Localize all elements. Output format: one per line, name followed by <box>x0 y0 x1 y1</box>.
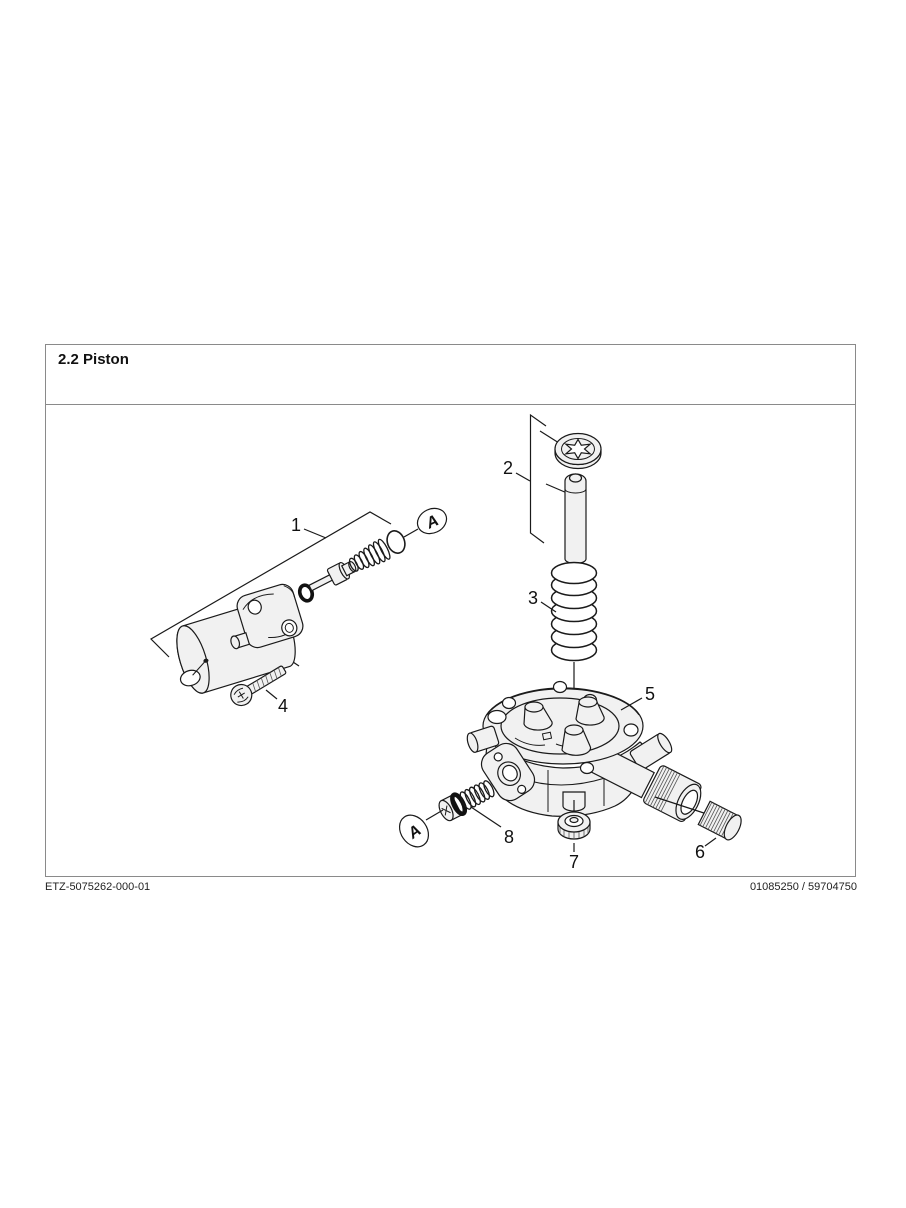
callout-8-leader <box>470 806 502 828</box>
piston-guide-block <box>230 583 304 650</box>
part-8-valve-drawing: A 8 <box>398 780 514 848</box>
callout-2-label: 2 <box>503 458 513 478</box>
part-7-washer-drawing: 7 <box>557 811 591 872</box>
part-2-leader-screw <box>539 430 560 444</box>
diagram-frame: 2.2 Piston <box>45 344 856 877</box>
callout-6-leader <box>704 837 717 847</box>
callout-4-label: 4 <box>278 696 288 716</box>
callout-4-leader <box>265 689 278 700</box>
callout-1-label: 1 <box>291 515 301 535</box>
callout-5-leader <box>620 697 643 711</box>
screw-part-4 <box>230 665 287 707</box>
torx-screw-head <box>554 432 602 470</box>
footer-doc-number: ETZ-5075262-000-01 <box>45 881 151 893</box>
piston-rod <box>308 560 357 592</box>
manifold-face <box>480 742 536 802</box>
part-1-piston-assembly-drawing: A 1 4 <box>150 507 448 716</box>
detail-marker-a-bottom: A <box>398 809 444 848</box>
o-ring-large <box>386 530 406 554</box>
outlet-fitting <box>643 765 702 823</box>
callout-6-label: 6 <box>695 842 705 862</box>
part-6-plug-drawing: 6 <box>695 800 742 862</box>
part-5-cylinder-head-drawing: 5 <box>466 680 714 823</box>
diagram-frame-header: 2.2 Piston <box>46 345 855 405</box>
head-top-stub <box>629 732 673 771</box>
part-1-bracket <box>150 511 392 658</box>
plug-axis-line <box>654 796 714 817</box>
piston-guide-cones <box>523 696 605 756</box>
callout-5-label: 5 <box>645 684 655 704</box>
piston-spring <box>348 538 391 572</box>
callout-1-leader <box>303 528 327 539</box>
footer-part-numbers: 01085250 / 59704750 <box>749 881 857 893</box>
detail-marker-a-top: A <box>403 507 448 538</box>
part-2-bracket <box>529 413 547 544</box>
section-title: 2.2 Piston <box>58 351 129 368</box>
part-2-screw-and-pin-drawing: 2 <box>503 413 602 565</box>
callout-8-label: 8 <box>504 827 514 847</box>
callout-7-label: 7 <box>569 852 579 872</box>
part-2-leader-pin <box>545 483 568 494</box>
piston-pin <box>564 473 587 565</box>
callout-2-leader <box>515 472 531 482</box>
callout-3-label: 3 <box>528 588 538 608</box>
callout-3-leader <box>540 601 557 613</box>
part-3-spring-drawing: 3 <box>528 561 598 737</box>
head-left-stub <box>466 725 500 753</box>
